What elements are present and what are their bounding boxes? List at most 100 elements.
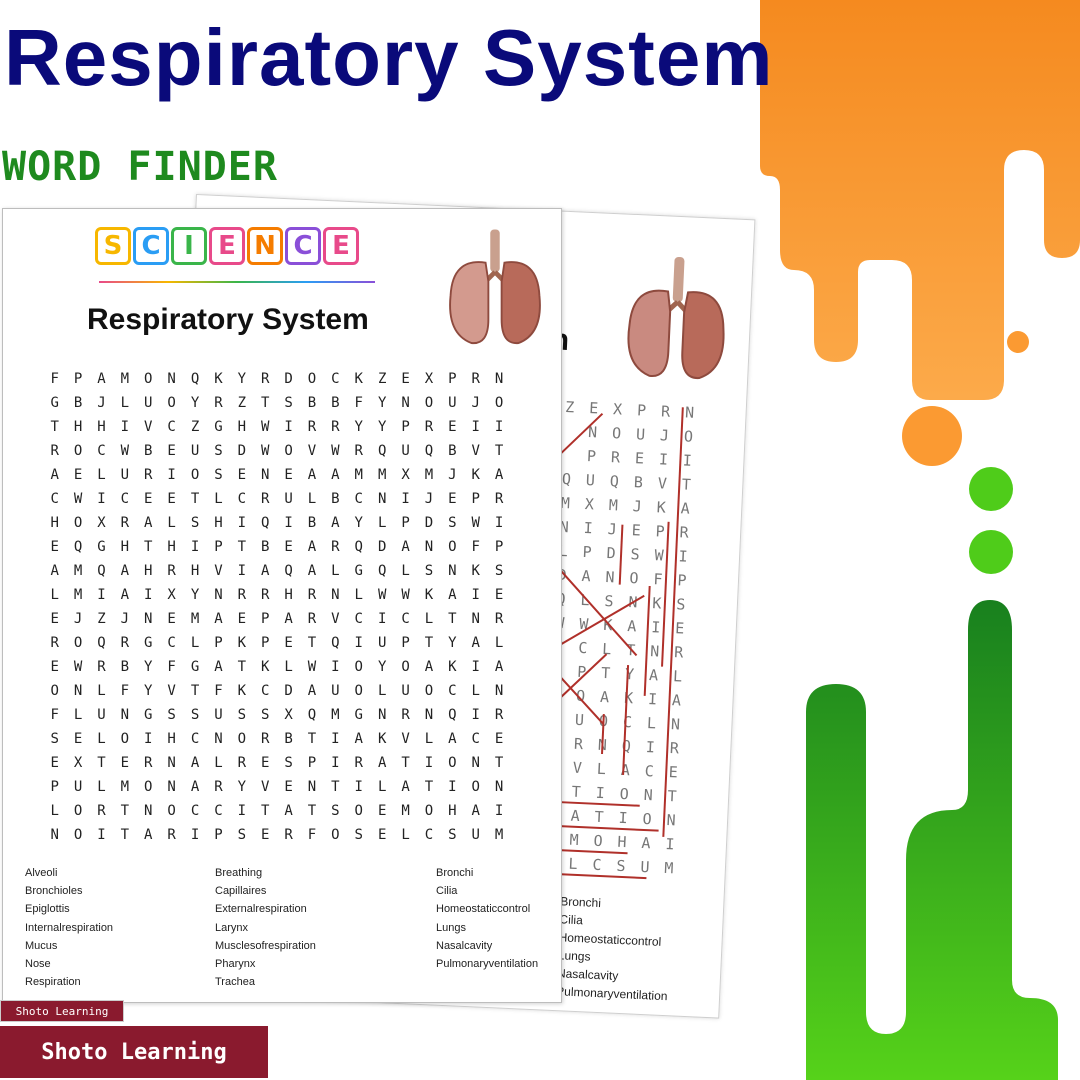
grid-letter: C — [354, 491, 363, 507]
grid-letter: N — [424, 539, 434, 555]
grid-letter: D — [424, 515, 434, 531]
grid-letter: L — [471, 683, 480, 699]
grid-letter: I — [354, 779, 363, 795]
grid-letter: X — [401, 467, 410, 483]
grid-letter: P — [307, 755, 317, 771]
grid-letter: H — [190, 563, 200, 579]
grid-letter: U — [448, 395, 457, 411]
grid-letter: R — [260, 491, 270, 507]
grid-letter: Q — [190, 371, 200, 387]
grid-letter: C — [448, 683, 457, 699]
grid-letter: T — [120, 803, 130, 819]
grid-letter: C — [471, 731, 480, 747]
grid-letter: F — [50, 371, 59, 387]
answer-key-word-list: Bronchi Cilia Homeostaticcontrol Lungs N… — [556, 892, 672, 1005]
grid-letter: I — [237, 803, 247, 819]
grid-letter: I — [331, 731, 340, 747]
grid-letter: G — [144, 707, 153, 723]
grid-letter: R — [97, 659, 106, 675]
grid-letter: O — [190, 467, 200, 483]
word-list-item: Pulmonaryventilation — [436, 958, 539, 971]
word-list-item: Breathing — [215, 867, 263, 879]
grid-letter: Z — [97, 611, 106, 627]
grid-letter: A — [471, 635, 480, 651]
grid-letter: I — [471, 707, 480, 723]
grid-letter: G — [97, 539, 106, 555]
grid-letter: R — [307, 587, 317, 603]
grid-letter: I — [167, 467, 176, 483]
grid-letter: T — [307, 731, 317, 747]
grid-letter: N — [401, 395, 410, 411]
grid-letter: W — [471, 515, 480, 531]
grid-letter: C — [120, 491, 130, 507]
grid-letter: O — [73, 515, 83, 531]
grid-letter: Y — [144, 683, 153, 699]
green-drip — [806, 600, 1058, 1080]
grid-letter: L — [190, 635, 200, 651]
grid-letter: B — [144, 443, 153, 459]
word-list-item: Epiglottis — [25, 903, 70, 916]
grid-letter: B — [73, 395, 83, 411]
grid-letter: U — [377, 635, 387, 651]
grid-letter: E — [401, 371, 410, 387]
grid-letter: K — [471, 467, 480, 483]
grid-letter: C — [354, 611, 363, 627]
grid-letter: L — [424, 731, 434, 747]
grid-letter: K — [237, 683, 247, 699]
orange-dot-large — [902, 406, 962, 466]
grid-letter: L — [120, 395, 130, 411]
grid-letter: W — [260, 419, 270, 435]
grid-letter: H — [214, 515, 223, 531]
grid-letter: R — [97, 803, 106, 819]
grid-letter: E — [73, 731, 83, 747]
grid-letter: T — [97, 755, 106, 771]
grid-letter: I — [331, 755, 340, 771]
grid-letter: C — [190, 803, 200, 819]
grid-letter: A — [120, 587, 130, 603]
grid-letter: A — [307, 539, 317, 555]
grid-letter: O — [307, 371, 317, 387]
grid-letter: L — [284, 659, 293, 675]
grid-letter: K — [424, 587, 434, 603]
grid-letter: E — [260, 827, 270, 843]
word-list-item: Alveoli — [25, 867, 58, 879]
grid-letter: T — [50, 419, 59, 435]
grid-letter: T — [190, 491, 200, 507]
grid-letter: L — [401, 563, 410, 579]
grid-letter: Q — [97, 563, 106, 579]
science-logo-letter: S — [95, 227, 131, 265]
grid-letter: K — [354, 371, 363, 387]
grid-letter: O — [424, 395, 434, 411]
grid-letter: M — [424, 467, 434, 483]
grid-letter: V — [214, 563, 223, 579]
grid-letter: N — [214, 587, 223, 603]
grid-letter: E — [284, 635, 293, 651]
grid-letter: O — [401, 659, 410, 675]
grid-letter: O — [73, 827, 83, 843]
grid-letter: K — [260, 659, 270, 675]
grid-letter: Q — [97, 635, 106, 651]
grid-letter: A — [401, 539, 410, 555]
grid-letter: T — [307, 635, 317, 651]
grid-letter: Y — [237, 779, 247, 795]
grid-letter: L — [97, 467, 106, 483]
lungs-icon — [627, 256, 725, 380]
grid-letter: Q — [448, 707, 457, 723]
grid-letter: O — [354, 659, 363, 675]
grid-letter: G — [144, 635, 153, 651]
grid-letter: I — [284, 515, 293, 531]
grid-letter: N — [424, 707, 434, 723]
grid-letter: M — [401, 803, 410, 819]
grid-letter: O — [354, 683, 363, 699]
grid-letter: E — [448, 419, 457, 435]
grid-letter: I — [401, 491, 410, 507]
grid-letter: O — [50, 683, 59, 699]
grid-letter: A — [471, 803, 480, 819]
grid-letter: N — [377, 491, 387, 507]
grid-letter: F — [354, 395, 363, 411]
grid-letter: Q — [73, 539, 83, 555]
